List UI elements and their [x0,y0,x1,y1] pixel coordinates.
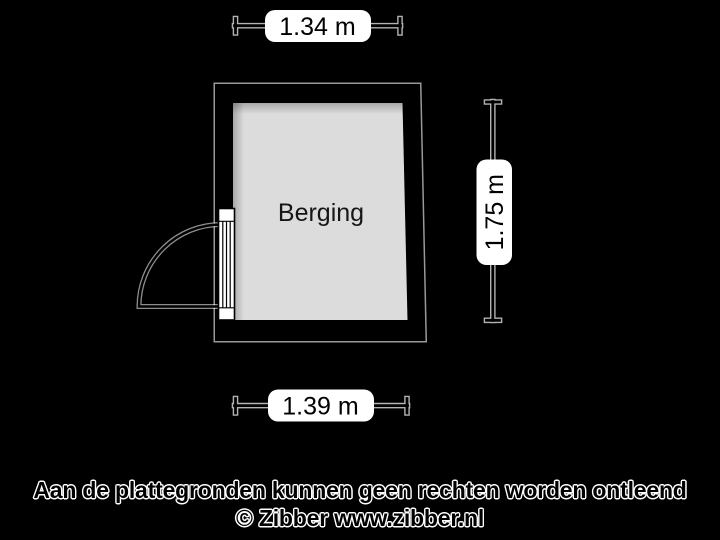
dimension-top-label-bg [265,10,371,42]
dimension-right-label: 1.75 m [481,174,509,250]
copyright-text: © Zibber www.zibber.nl [235,505,485,531]
dimension-top-label: 1.34 m [279,13,355,41]
dimension-right-label-bg [476,159,512,265]
dimension-bottom-label-bg [268,389,374,422]
dimension-bottom-label: 1.39 m [282,392,358,420]
disclaimer-text: Aan de plattegronden kunnen geen rechten… [33,477,687,503]
door-frame-detail [218,220,235,309]
floor-shadow-left [233,103,244,320]
dimension-right: 1.75 m [476,98,512,324]
room-floor [233,103,408,320]
dimension-top: 1.34 m [231,10,404,42]
floor-shadow-top [233,103,403,114]
door [136,207,236,321]
dimension-bottom: 1.39 m [231,389,411,422]
room-label: Berging [278,199,364,227]
door-swing-arc [137,223,223,308]
room-berging: Berging [213,82,428,343]
